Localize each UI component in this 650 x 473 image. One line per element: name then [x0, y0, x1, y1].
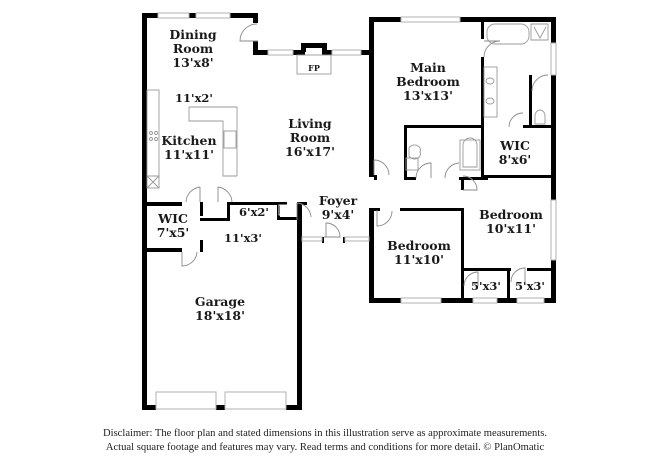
- room-label-bedroom-2: Bedroom 10'x11': [479, 208, 543, 236]
- room-dimensions: 11'x11': [164, 147, 214, 162]
- room-label-bedroom-3: Bedroom 11'x10': [387, 239, 451, 267]
- room-dimensions: 10'x11': [486, 221, 536, 236]
- room-label-closet-1: 5'x3': [471, 279, 501, 293]
- room-name: Room: [172, 41, 214, 56]
- room-label-utility-closet: 6'x2': [239, 205, 269, 219]
- room-label-garage: Garage 18'x18': [195, 295, 245, 323]
- fireplace-text: FP: [308, 63, 320, 73]
- room-label-foyer: Foyer 9'x4': [319, 194, 357, 222]
- room-name: Room: [289, 130, 331, 145]
- room-name: Garage: [194, 294, 246, 309]
- room-name: Kitchen: [161, 133, 217, 148]
- doors: [181, 23, 549, 287]
- room-dimensions: 11'x10': [394, 252, 444, 267]
- room-name: Foyer: [318, 193, 358, 208]
- room-dimensions: 18'x18': [195, 308, 245, 323]
- windows: [155, 12, 557, 410]
- exterior-walls: [142, 13, 556, 410]
- room-label-garage-storage: 11'x3': [224, 231, 262, 245]
- room-label-kitchen-island: 11'x2': [175, 91, 213, 105]
- room-label-main-bedroom: Main Bedroom 13'x13': [396, 61, 460, 103]
- room-dimensions: 9'x4': [321, 207, 355, 222]
- interior-walls: [142, 17, 556, 303]
- room-dimensions: 8'x6': [498, 152, 532, 167]
- room-name: WIC: [158, 211, 188, 226]
- disclaimer-line-2: Actual square footage and features may v…: [105, 442, 545, 453]
- room-label-main-wic: WIC 8'x6': [499, 139, 532, 167]
- disclaimer: Disclaimer: The floor plan and stated di…: [0, 427, 650, 455]
- room-name: Living: [288, 116, 332, 131]
- room-dimensions: 11'x3': [224, 231, 262, 245]
- room-dimensions: 13'x13': [403, 88, 453, 103]
- disclaimer-line-1: Disclaimer: The floor plan and stated di…: [102, 428, 548, 439]
- room-dimensions: 5'x3': [515, 279, 545, 293]
- room-label-closet-2: 5'x3': [515, 279, 545, 293]
- fireplace-label: FP: [308, 61, 320, 75]
- room-dimensions: 7'x5': [156, 225, 190, 240]
- room-name: Bedroom: [396, 74, 460, 89]
- room-name: Bedroom: [387, 238, 451, 253]
- room-dimensions: 16'x17': [285, 144, 335, 159]
- room-dimensions: 6'x2': [239, 205, 269, 219]
- room-name: Main: [410, 60, 446, 75]
- room-label-dining-room: Dining Room 13'x8': [169, 28, 216, 70]
- room-label-living-room: Living Room 16'x17': [285, 117, 335, 159]
- room-label-kitchen: Kitchen 11'x11': [161, 134, 216, 162]
- room-dimensions: 11'x2': [175, 91, 213, 105]
- room-dimensions: 13'x8': [172, 55, 214, 70]
- room-name: Dining: [169, 27, 217, 42]
- fixtures: [146, 23, 549, 216]
- room-name: Bedroom: [479, 207, 543, 222]
- room-name: WIC: [500, 138, 530, 153]
- room-dimensions: 5'x3': [471, 279, 501, 293]
- room-label-laundry-wic: WIC 7'x5': [157, 212, 190, 240]
